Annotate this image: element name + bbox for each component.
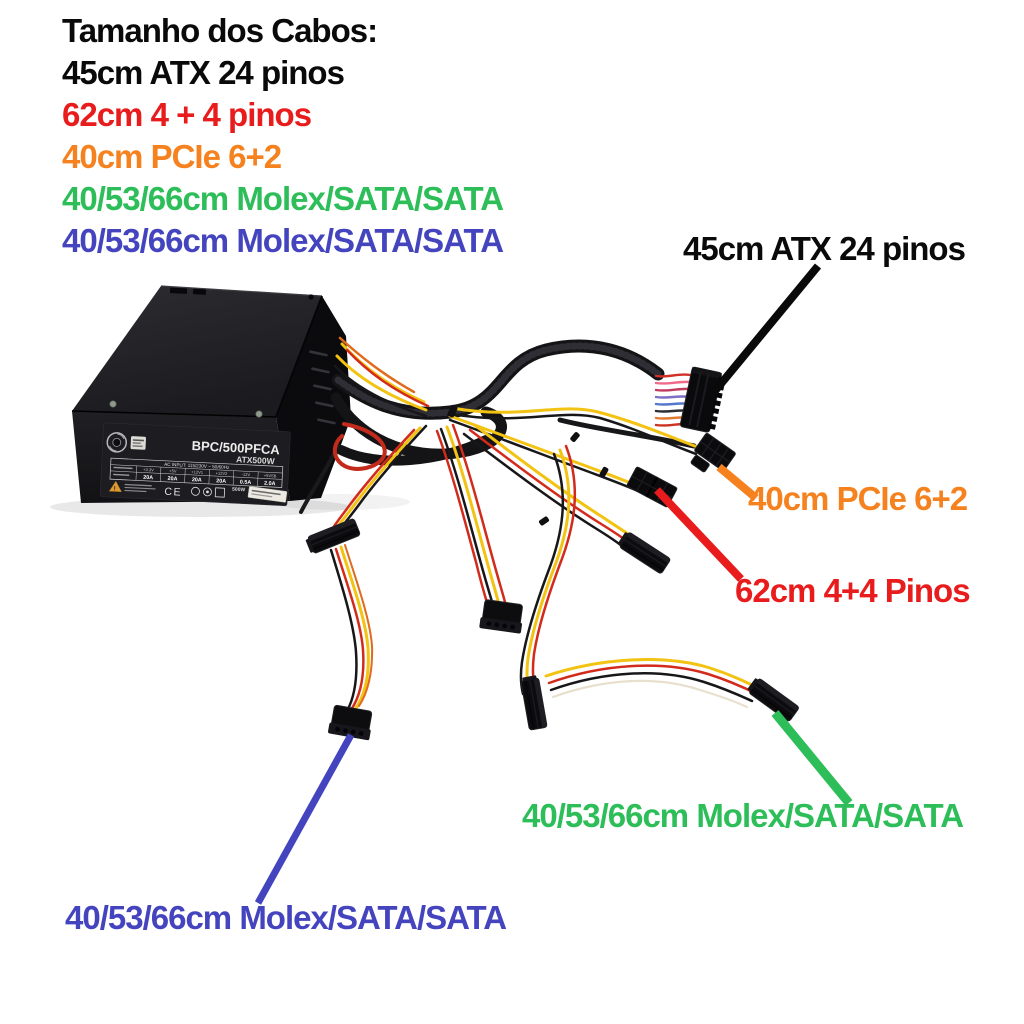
psu-spec-label: BPC/500PFCA ATX500W AC INPUT: 115/230V ~… <box>99 422 291 506</box>
yellow-wire <box>335 354 428 412</box>
cert-circle-icon <box>203 487 212 497</box>
cert-circle-icon <box>191 486 200 496</box>
white-wire <box>551 679 749 709</box>
zip-tie <box>599 466 609 478</box>
rail-label: +12V2 <box>216 470 229 476</box>
rail-amps: 20A <box>167 476 177 482</box>
callout-pcie-label: 40cm PCIe 6+2 <box>748 480 968 517</box>
black-wire <box>333 364 428 418</box>
red-wire <box>345 348 430 408</box>
rail-amps: 20A <box>143 475 153 481</box>
rail-label: +5VSB <box>264 473 277 479</box>
rail-label: +5V <box>169 468 177 473</box>
psu-model-text: BPC/500PFCA <box>191 438 280 457</box>
warning-mark: ! <box>114 486 116 492</box>
callout-4plus4-label: 62cm 4+4 Pinos <box>735 572 970 609</box>
psu-front-edge <box>71 410 277 418</box>
molex-connector-center <box>478 598 526 635</box>
dark-wire-pair <box>557 417 697 449</box>
leader-line-molex-blue <box>254 733 355 905</box>
rail-label: +12V1 <box>191 469 204 475</box>
legend-item-molex-green: 40/53/66cm Molex/SATA/SATA <box>62 180 503 217</box>
psu-total-watts: 500W <box>232 487 246 494</box>
zip-tie <box>570 432 580 442</box>
psu-cert-row: ! CE <box>108 480 288 503</box>
rail-amps: 2.0A <box>264 481 276 488</box>
orange-wire <box>344 544 374 707</box>
rail-label: +3.3V <box>143 467 154 473</box>
zip-tie <box>538 516 550 526</box>
rail-amps: 0.5A <box>240 479 252 486</box>
callout-labels: 45cm ATX 24 pinos 40cm PCIe 6+2 62cm 4+4… <box>65 230 971 936</box>
leader-line-atx <box>706 263 822 400</box>
yellow-wire <box>445 425 501 606</box>
black-wire <box>549 672 754 703</box>
black-wire <box>439 427 495 607</box>
efficiency-badge-icon <box>130 436 147 450</box>
psu-unit: BPC/500PFCA ATX500W AC INPUT: 115/230V ~… <box>71 285 351 506</box>
psu-wattage-text: ATX500W <box>236 454 276 466</box>
leader-line-sata-green <box>771 710 853 806</box>
orange-wire <box>338 336 416 394</box>
psu-vents <box>309 350 336 425</box>
red-wire <box>451 423 507 604</box>
psu-spec-table: AC INPUT: 115/230V ~ 50/60Hz +3.3V +5V +… <box>109 457 284 494</box>
yellow-wire <box>339 545 370 710</box>
legend-item-molex-blue: 40/53/66cm Molex/SATA/SATA <box>62 222 503 259</box>
psu-corner-edge <box>275 295 323 418</box>
red-wire <box>547 664 759 696</box>
black-wire <box>519 452 565 696</box>
callout-atx-label: 45cm ATX 24 pinos <box>683 230 965 267</box>
pcie-6plus2-connector <box>690 432 736 473</box>
legend-item-pcie: 40cm PCIe 6+2 <box>62 138 282 175</box>
black-wire <box>329 548 358 713</box>
red-wire <box>531 444 577 690</box>
psu-back-edge <box>160 285 323 297</box>
rail-amps: 20A <box>192 477 202 483</box>
leader-line-pcie <box>716 463 759 502</box>
legend: Tamanho dos Cabos: 45cm ATX 24 pinos 62c… <box>62 12 504 259</box>
red-wire-loop <box>332 422 387 471</box>
legend-title: Tamanho dos Cabos: <box>62 12 377 49</box>
yellow-wire <box>525 448 571 694</box>
leader-lines <box>254 263 853 905</box>
fan-logo-icon <box>106 432 128 453</box>
leader-line-4plus4 <box>654 487 744 582</box>
callout-sata-green-label: 40/53/66cm Molex/SATA/SATA <box>522 797 963 834</box>
psu-screws <box>109 287 314 418</box>
red-wire <box>435 429 490 608</box>
braid-texture <box>334 342 662 417</box>
black-wire <box>342 424 428 526</box>
psu-input-line: AC INPUT: 115/230V ~ 50/60Hz <box>164 462 230 470</box>
black-wire <box>462 432 630 553</box>
psu-side-face <box>276 296 351 501</box>
yellow-wire <box>544 658 762 691</box>
red-wire <box>331 428 416 530</box>
ce-mark: CE <box>164 486 182 499</box>
yellow-wire <box>448 414 642 489</box>
serial-sticker <box>247 486 288 503</box>
callout-molex-blue-label: 40/53/66cm Molex/SATA/SATA <box>65 899 506 936</box>
black-wire <box>450 412 698 456</box>
rail-amps: 20A <box>216 478 226 484</box>
psu-top-face <box>72 286 322 417</box>
rail-label: -12V <box>242 472 251 477</box>
warning-triangle-icon <box>108 480 122 492</box>
legend-item-4plus4: 62cm 4 + 4 pinos <box>62 96 311 133</box>
red-wire <box>334 547 365 712</box>
yellow-wire <box>450 406 702 450</box>
braided-cable <box>336 435 491 466</box>
cert-square-icon <box>214 487 226 498</box>
yellow-wire <box>336 426 422 528</box>
zip-tie <box>447 404 458 418</box>
legend-item-atx: 45cm ATX 24 pinos <box>62 54 344 91</box>
